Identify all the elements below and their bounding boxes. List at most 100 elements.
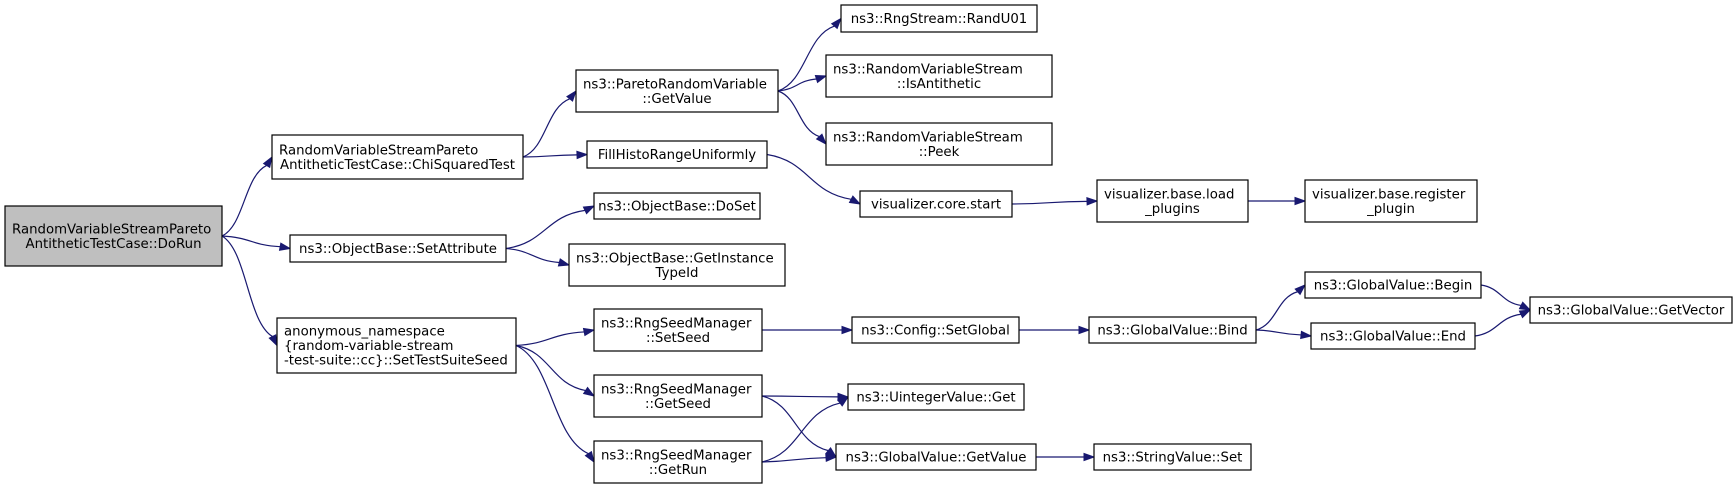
edge-arrowhead <box>1294 196 1307 206</box>
edge-line <box>777 78 817 92</box>
node-box <box>1304 179 1478 223</box>
node-label: _plugins <box>1144 202 1200 217</box>
node-rng_getrun[interactable]: ns3::RngSeedManager::GetRun <box>593 440 763 484</box>
node-label: ns3::ObjectBase::SetAttribute <box>299 242 497 257</box>
node-isantithetic[interactable]: ns3::RandomVariableStream::IsAntithetic <box>825 54 1053 98</box>
node-label: ns3::RngSeedManager <box>601 382 752 397</box>
node-register_plugin[interactable]: visualizer.base.register_plugin <box>1304 179 1478 223</box>
node-gv_bind[interactable]: ns3::GlobalValue::Bind <box>1088 316 1257 344</box>
edge-arrowhead <box>1518 309 1532 319</box>
node-rng_getseed[interactable]: ns3::RngSeedManager::GetSeed <box>593 374 763 418</box>
node-fillhisto[interactable]: FillHistoRangeUniformly <box>586 140 768 169</box>
node-randu01[interactable]: ns3::RngStream::RandU01 <box>840 4 1038 33</box>
node-settestseed[interactable]: anonymous_namespace{random-variable-stre… <box>276 317 517 374</box>
edge-arrowhead <box>837 396 850 407</box>
edge-rng_getseed-to-uinteger_get <box>761 392 850 402</box>
node-box <box>276 317 517 374</box>
node-label: ns3::UintegerValue::Get <box>856 391 1015 406</box>
node-load_plugins[interactable]: visualizer.base.load_plugins <box>1096 179 1249 223</box>
edge-arrowhead <box>1518 301 1532 311</box>
edge-rng_getrun-to-uinteger_get <box>761 396 850 463</box>
node-config_setglobal[interactable]: ns3::Config::SetGlobal <box>851 316 1020 344</box>
edge-line <box>766 153 852 200</box>
node-label: ::GetRun <box>649 463 707 478</box>
edge-arrowhead <box>1294 284 1307 296</box>
edge-arrowhead <box>268 334 278 347</box>
node-label: ns3::ObjectBase::GetInstance <box>576 251 774 266</box>
node-gv_getvector[interactable]: ns3::GlobalValue::GetVector <box>1529 296 1733 324</box>
edges-layer <box>221 17 1532 464</box>
node-label: ns3::GlobalValue::End <box>1320 330 1466 345</box>
edge-chisq-to-pareto_getvalue <box>522 89 577 158</box>
edge-gv_getvalue-to-stringvalue_set <box>1035 452 1096 462</box>
edge-dorun-to-setattr <box>221 235 292 251</box>
node-box <box>593 308 763 352</box>
node-box <box>289 234 507 263</box>
node-box <box>1529 296 1733 324</box>
edge-line <box>515 344 586 392</box>
node-chisq[interactable]: RandomVariableStreamParetoAntitheticTest… <box>271 134 524 180</box>
node-box <box>859 190 1013 218</box>
edge-chisq-to-fillhisto <box>522 150 589 160</box>
node-box <box>1093 443 1252 471</box>
node-pareto_getvalue[interactable]: ns3::ParetoRandomVariable::GetValue <box>575 69 779 113</box>
node-label: ns3::RandomVariableStream <box>833 62 1023 77</box>
edge-arrowhead <box>814 75 828 84</box>
edge-setattr-to-doset <box>505 205 596 250</box>
edge-settestseed-to-rng_getseed <box>515 344 596 397</box>
node-box <box>568 243 786 287</box>
edge-arrowhead <box>262 155 273 169</box>
node-doset[interactable]: ns3::ObjectBase::DoSet <box>593 192 761 220</box>
edge-dorun-to-chisq <box>221 155 273 237</box>
edge-arrowhead <box>815 133 827 146</box>
edge-arrowhead <box>841 325 854 335</box>
node-gv_end[interactable]: ns3::GlobalValue::End <box>1310 322 1476 350</box>
node-vis_start[interactable]: visualizer.core.start <box>859 190 1013 218</box>
node-box <box>271 134 524 180</box>
edge-line <box>505 247 560 264</box>
node-setattr[interactable]: ns3::ObjectBase::SetAttribute <box>289 234 507 263</box>
edge-arrowhead <box>576 150 589 160</box>
node-label: ::GetSeed <box>645 397 711 412</box>
node-gv_begin[interactable]: ns3::GlobalValue::Begin <box>1304 271 1482 299</box>
node-box <box>847 383 1025 411</box>
node-box <box>1096 179 1249 223</box>
node-label: visualizer.base.load <box>1104 187 1234 202</box>
node-dorun[interactable]: RandomVariableStreamParetoAntitheticTest… <box>4 205 223 267</box>
edge-gv_begin-to-gv_getvector <box>1480 284 1532 311</box>
node-label: AntitheticTestCase::ChiSquaredTest <box>280 158 515 173</box>
node-label: ::SetSeed <box>646 331 710 346</box>
edge-load_plugins-to-register_plugin <box>1248 196 1307 206</box>
edge-line <box>522 98 570 158</box>
node-label: ns3::RngSeedManager <box>601 448 752 463</box>
node-uinteger_get[interactable]: ns3::UintegerValue::Get <box>847 383 1025 411</box>
edge-line <box>1480 284 1522 307</box>
node-stringvalue_set[interactable]: ns3::StringValue::Set <box>1093 443 1252 471</box>
edge-line <box>221 164 267 237</box>
edge-arrowhead <box>278 242 292 251</box>
node-label: visualizer.base.register <box>1312 187 1466 202</box>
node-label: RandomVariableStreamPareto <box>12 222 211 237</box>
edge-pareto_getvalue-to-isantithetic <box>777 75 828 92</box>
node-label: AntitheticTestCase::DoRun <box>25 237 201 252</box>
node-box <box>840 4 1038 33</box>
node-label: visualizer.core.start <box>871 198 1001 213</box>
node-peek[interactable]: ns3::RandomVariableStream::Peek <box>825 122 1053 166</box>
edge-line <box>761 395 829 452</box>
edge-settestseed-to-rng_setseed <box>515 327 596 347</box>
node-label: ns3::RngSeedManager <box>601 316 752 331</box>
node-gv_getvalue[interactable]: ns3::GlobalValue::GetValue <box>835 443 1037 471</box>
edge-rng_getrun-to-gv_getvalue <box>761 453 838 463</box>
edge-arrowhead <box>584 450 595 464</box>
node-label: ns3::StringValue::Set <box>1103 451 1243 466</box>
node-label: ns3::Config::SetGlobal <box>861 324 1010 339</box>
edge-line <box>522 154 578 158</box>
node-box <box>825 54 1053 98</box>
edge-setattr-to-getinstancetypeid <box>505 247 571 267</box>
edge-arrowhead <box>582 327 596 337</box>
node-rng_setseed[interactable]: ns3::RngSeedManager::SetSeed <box>593 308 763 352</box>
node-label: -test-suite::cc}::SetTestSuiteSeed <box>284 354 508 369</box>
node-label: anonymous_namespace <box>284 325 445 340</box>
